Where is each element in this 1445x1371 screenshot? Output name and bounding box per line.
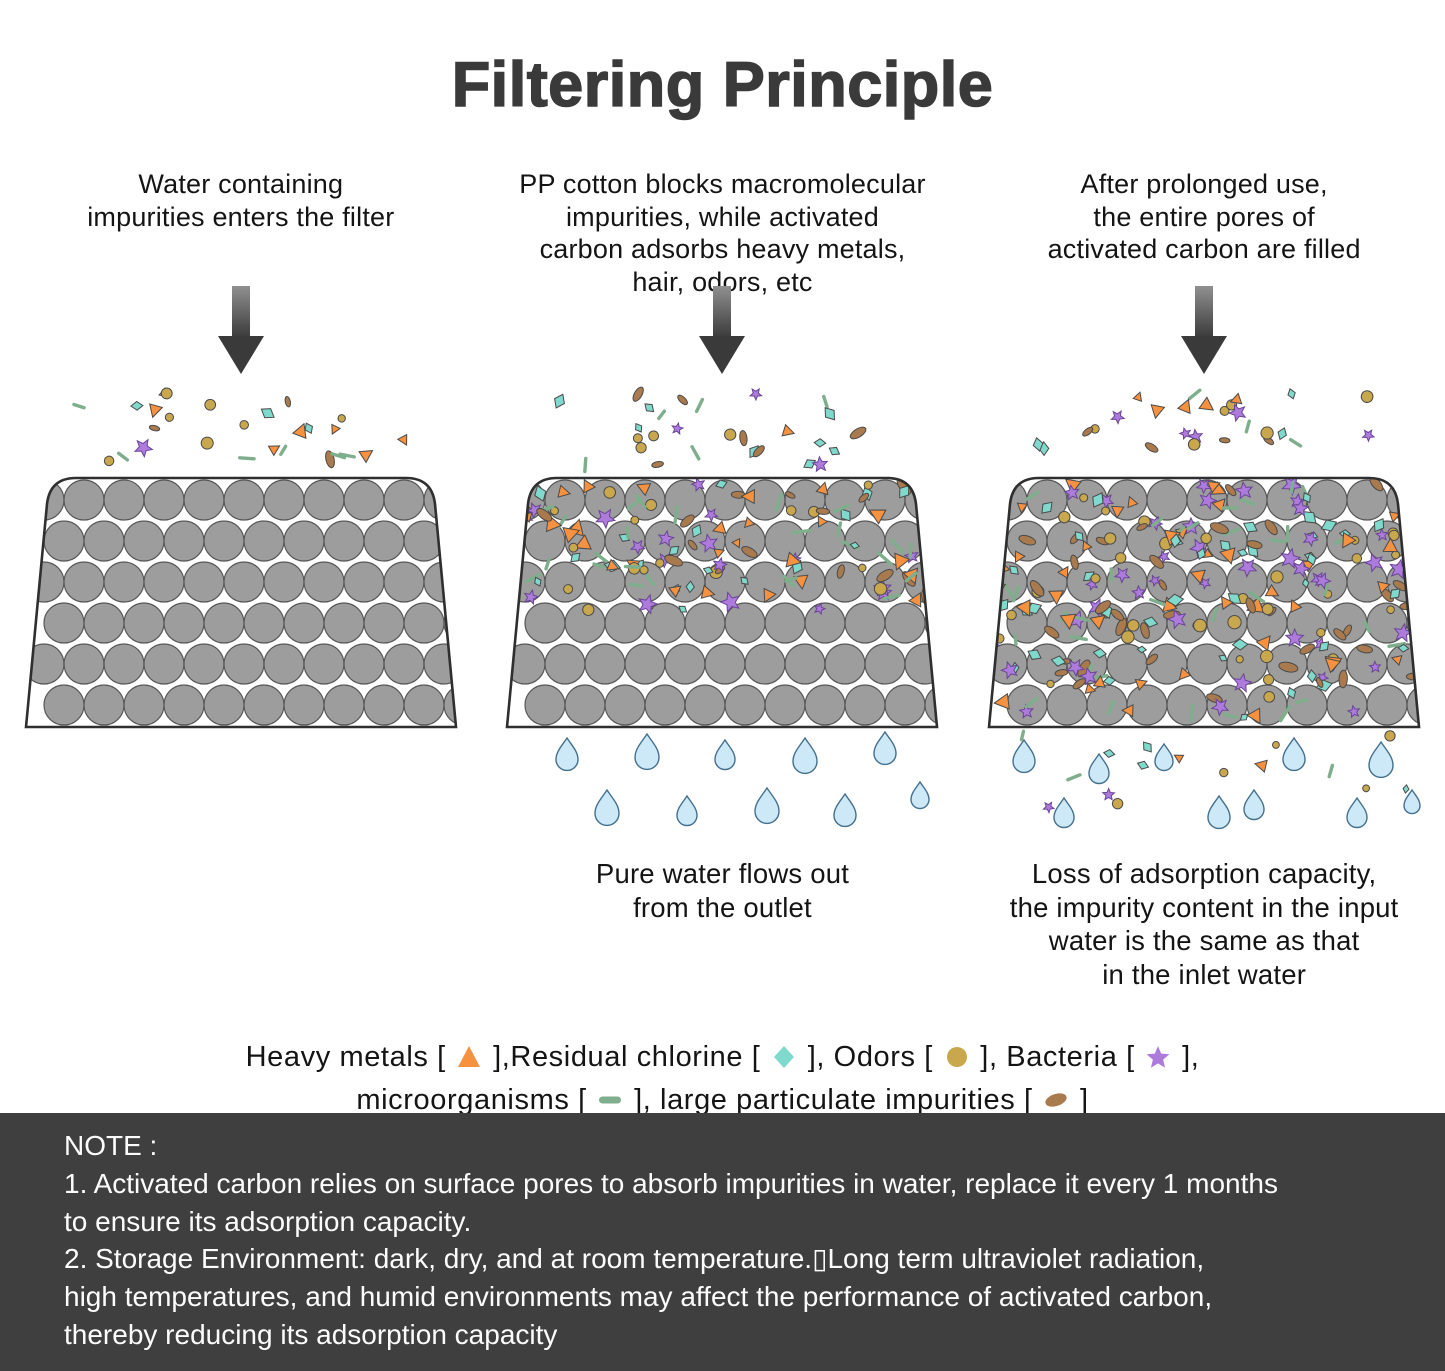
outflow-drops xyxy=(1012,729,1421,830)
bacteria-icon xyxy=(1147,1045,1170,1068)
particulate-impurities-icon xyxy=(1045,1093,1067,1107)
note-heading: NOTE : xyxy=(64,1130,158,1161)
heavy-metals-icon xyxy=(458,1045,481,1067)
legend-text: Heavy metals [ xyxy=(245,1040,455,1073)
legend-text: ], xyxy=(1173,1040,1200,1073)
outflow-drops xyxy=(555,731,931,828)
stage-2: PP cotton blocks macromolecular impuriti… xyxy=(482,168,964,991)
down-arrow-icon xyxy=(1181,286,1228,375)
stage-1-diagram xyxy=(24,387,458,729)
stage-3: After prolonged use, the entire pores of… xyxy=(963,168,1445,991)
down-arrow-icon xyxy=(217,286,264,375)
adsorbed-impurities xyxy=(507,478,938,617)
stage-2-diagram xyxy=(506,386,939,828)
stage-1: Water containing impurities enters the f… xyxy=(0,168,482,991)
stage-2-caption: PP cotton blocks macromolecular impuriti… xyxy=(519,169,926,297)
down-arrow-icon xyxy=(699,286,746,375)
stage-1-arrow xyxy=(213,286,269,382)
legend-text: ], large particulate impurities [ xyxy=(625,1084,1042,1117)
legend-text: ], Bacteria [ xyxy=(971,1040,1144,1073)
carbon-granules xyxy=(507,479,938,726)
stage-3-caption-bottom: Loss of adsorption capacity, the impurit… xyxy=(1009,858,1399,990)
impurity-cloud xyxy=(72,387,408,469)
residual-chlorine-icon xyxy=(774,1045,795,1068)
stages-row: Water containing impurities enters the f… xyxy=(0,168,1445,991)
impurity-cloud xyxy=(554,386,867,474)
stage-2-caption-bottom: Pure water flows out from the outlet xyxy=(595,858,850,923)
legend-text: ], Odors [ xyxy=(799,1040,942,1073)
stage-3-caption: After prolonged use, the entire pores of… xyxy=(1047,169,1361,265)
stage-1-caption: Water containing impurities enters the f… xyxy=(87,169,395,232)
impurity-cloud xyxy=(1032,388,1376,457)
odors-icon xyxy=(946,1046,967,1067)
stage-2-arrow xyxy=(694,286,750,382)
legend-text: microorganisms [ xyxy=(356,1084,596,1117)
stage-3-diagram xyxy=(987,388,1421,830)
legend-text: ],Residual chlorine [ xyxy=(484,1040,770,1073)
note-panel: NOTE : 1. Activated carbon relies on sur… xyxy=(0,1113,1445,1371)
legend-row-2: microorganisms [ ], large particulate im… xyxy=(0,1079,1445,1123)
adsorbed-impurities xyxy=(989,478,1420,725)
stage-3-arrow xyxy=(1176,286,1232,382)
legend-text: ] xyxy=(1071,1084,1089,1117)
microorganisms-icon xyxy=(599,1096,622,1104)
legend: Heavy metals [ ],Residual chlorine [ ], … xyxy=(0,1036,1445,1123)
page-title: Filtering Principle xyxy=(451,50,994,121)
note-body: 1. Activated carbon relies on surface po… xyxy=(64,1167,1278,1350)
legend-row-1: Heavy metals [ ],Residual chlorine [ ], … xyxy=(0,1036,1445,1080)
